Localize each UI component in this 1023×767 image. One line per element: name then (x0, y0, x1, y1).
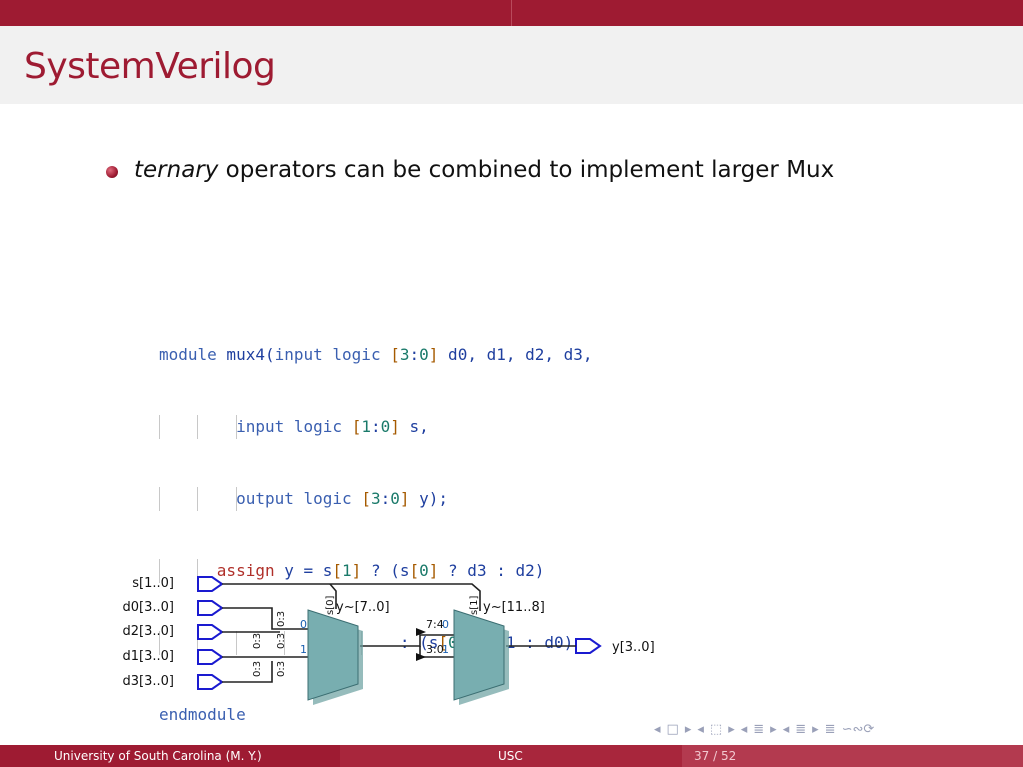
page-number: 37 / 52 (694, 749, 737, 763)
nav-symbol-icon[interactable]: ≣ (824, 722, 836, 737)
mux2-port1: 3:0 (426, 643, 444, 656)
nav-symbol-icon[interactable]: ▸ (770, 722, 777, 737)
nav-symbol-icon[interactable]: ◂ (740, 722, 748, 737)
input-label-d0: d0[3..0] (123, 600, 174, 615)
pin-s-icon (197, 576, 224, 592)
nav-symbol-icon[interactable]: □ (666, 722, 679, 737)
nav-symbol-icon[interactable]: ◂ (697, 722, 704, 737)
output-pin-icon (575, 638, 602, 654)
bullet-icon (106, 166, 118, 178)
input-label-d3: d3[3..0] (123, 674, 174, 689)
pin-d3-icon (197, 674, 224, 690)
code-line-4: assign y = s[1] ? (s[0] ? d3 : d2) (159, 559, 593, 583)
mux1-label: y~[7..0] (336, 600, 390, 615)
footer-middle (340, 745, 682, 767)
arrow-icon (416, 628, 426, 636)
bullet-rest: operators can be combined to implement l… (218, 157, 835, 183)
bullet-text: ternary operators can be combined to imp… (134, 157, 834, 183)
nav-symbol-icon[interactable]: ▸ (812, 722, 819, 737)
bullet-emphasis: ternary (134, 157, 219, 183)
wire-mux1-out (360, 634, 454, 647)
pin-d1-icon (197, 649, 224, 665)
slide-title: SystemVerilog (24, 46, 276, 87)
input-pins (197, 576, 224, 690)
code-line-1: module mux4(input logic [3:0] d0, d1, d2… (159, 345, 593, 364)
nav-symbol-icon[interactable]: ◂ (654, 722, 661, 737)
bus-label: 0:3 (252, 633, 263, 649)
top-bar (0, 0, 1023, 26)
code-line-2: input logic [1:0] s, (159, 415, 593, 439)
nav-symbols[interactable]: ◂ □ ▸ ◂ ⬚ ▸ ◂ ≣ ▸ ◂ ≣ ▸ ≣ ∽∾⟳ (654, 722, 880, 737)
mux-diagram: s[1..0] d0[3..0] d2[3..0] d1[3..0] d3[3.… (123, 576, 655, 705)
footer-institution: University of South Carolina (M. Y.) (54, 749, 262, 763)
pin-d0-icon (197, 600, 224, 616)
nav-symbol-icon[interactable]: ◂ (782, 722, 790, 737)
mux1-port0: 0 (300, 618, 307, 631)
bus-label: 0:3 (276, 611, 287, 627)
mux1-icon (307, 609, 363, 705)
wire-s (222, 583, 481, 611)
nav-symbol-icon[interactable]: ≣ (753, 722, 765, 737)
mux2-sel: s[1] (469, 596, 480, 615)
footer: University of South Carolina (M. Y.) USC… (0, 745, 1023, 767)
wires (222, 583, 576, 683)
mux2-port0-index: 0 (442, 618, 449, 631)
bus-label: 0:3 (276, 633, 287, 649)
title-bar (0, 26, 1023, 104)
pin-d2-icon (197, 624, 224, 640)
arrow-icon (416, 653, 426, 661)
input-label-d1: d1[3..0] (123, 649, 174, 664)
mux2-port0: 7:4 (426, 618, 444, 631)
wire-s0 (329, 583, 337, 609)
mux2-port1-index: 1 (442, 643, 449, 656)
output-label-y: y[3..0] (612, 640, 655, 655)
mux2-icon (453, 609, 509, 705)
nav-symbol-icon[interactable]: ⬚ (709, 722, 723, 737)
wire-d0 (222, 607, 308, 630)
nav-symbol-icon[interactable]: ∽∾⟳ (841, 722, 875, 737)
code-block: module mux4(input logic [3:0] d0, d1, d2… (159, 295, 593, 751)
mux1-sel: s[0] (325, 596, 336, 615)
mux1-port1: 1 (300, 643, 307, 656)
input-label-d2: d2[3..0] (123, 624, 174, 639)
code-line-6: endmodule (159, 705, 246, 724)
footer-right (682, 745, 1023, 767)
footer-short: USC (498, 749, 523, 763)
bus-label: 0:3 (252, 661, 263, 677)
input-label-s: s[1..0] (132, 576, 174, 591)
nav-symbol-icon[interactable]: ▸ (728, 722, 735, 737)
nav-symbol-icon[interactable]: ▸ (684, 722, 692, 737)
nav-symbol-icon[interactable]: ≣ (795, 722, 807, 737)
code-line-3: output logic [3:0] y); (159, 487, 593, 511)
bus-label: 0:3 (276, 661, 287, 677)
wire-d3 (222, 661, 273, 683)
mux2-label: y~[11..8] (483, 600, 545, 615)
